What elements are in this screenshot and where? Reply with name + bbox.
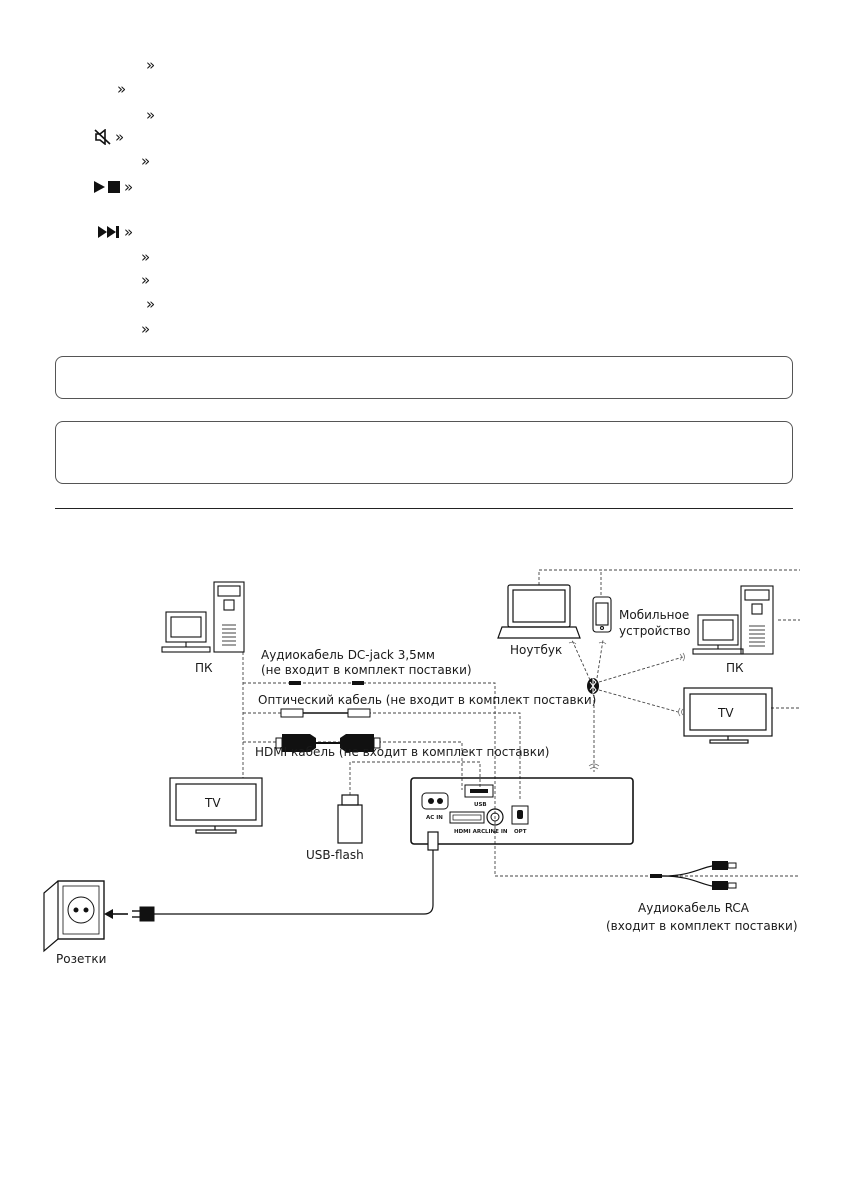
usb-flash-drive <box>337 794 363 844</box>
control-row-6: » <box>93 178 133 196</box>
note-box-2 <box>55 421 793 484</box>
optical-plugs <box>280 708 371 718</box>
skip-next-icon <box>98 226 119 238</box>
hdmi-plugs <box>275 734 381 752</box>
wall-socket <box>43 880 105 953</box>
pc-right-label: ПК <box>726 661 744 675</box>
port-line-in-label: LINE IN <box>485 829 508 835</box>
control-row-1: » <box>146 56 155 74</box>
hdmi-cable-label: HDMI кабель (не входит в комплект постав… <box>255 745 549 759</box>
laptop-label: Ноутбук <box>510 643 562 657</box>
control-row-8: » <box>141 248 150 266</box>
dc-cable-label-1: Аудиокабель DC-jack 3,5мм <box>261 648 435 662</box>
rca-cable <box>650 861 737 890</box>
tv-right <box>683 687 773 744</box>
sockets-label: Розетки <box>56 952 106 966</box>
chevron-right-icon: » <box>141 152 151 170</box>
arrow-left-icon <box>104 909 128 919</box>
dc-jack-plugs <box>289 681 364 685</box>
chevron-right-icon: » <box>146 106 156 124</box>
tv-left-label: TV <box>204 796 221 810</box>
mute-icon <box>94 129 111 145</box>
play-stop-icon <box>94 181 120 193</box>
chevron-right-icon: » <box>124 178 134 196</box>
chevron-right-icon: » <box>141 248 151 266</box>
main-unit <box>410 777 634 845</box>
laptop <box>497 584 581 639</box>
port-usb-label: USB <box>474 802 487 808</box>
wireless-signal-icon <box>568 641 685 770</box>
note-box-1 <box>55 356 793 399</box>
tv-left <box>169 777 263 834</box>
rca-cable-label-1: Аудиокабель RCA <box>638 901 750 915</box>
mobile-label-1: Мобильное <box>619 608 689 622</box>
control-row-2: » <box>117 80 126 98</box>
pc-right <box>692 585 774 655</box>
chevron-right-icon: » <box>146 56 156 74</box>
pc-left-label: ПК <box>195 661 213 675</box>
chevron-right-icon: » <box>141 320 151 338</box>
control-row-11: » <box>141 320 150 338</box>
control-row-7: » <box>97 223 133 241</box>
power-cable <box>132 831 439 922</box>
chevron-right-icon: » <box>124 223 134 241</box>
chevron-right-icon: » <box>141 271 151 289</box>
bluetooth-icon <box>587 677 599 695</box>
pc-left <box>161 581 245 653</box>
usb-flash-label: USB-flash <box>306 848 364 862</box>
control-row-9: » <box>141 271 150 289</box>
tv-right-label: TV <box>717 706 734 720</box>
dc-cable-label-2: (не входит в комплект поставки) <box>261 663 472 677</box>
mobile-device <box>592 596 612 633</box>
chevron-right-icon: » <box>115 128 125 146</box>
section-divider <box>55 508 793 509</box>
control-row-10: » <box>146 295 155 313</box>
control-row-3: » <box>146 106 155 124</box>
optical-cable-label: Оптический кабель (не входит в комплект … <box>258 693 596 707</box>
port-opt-label: OPT <box>514 829 527 835</box>
connection-diagram: ПК Аудиокабель DC-jack 3,5мм (не входит … <box>43 569 800 966</box>
chevron-right-icon: » <box>117 80 127 98</box>
port-ac-in-label: AC IN <box>426 815 443 821</box>
port-hdmi-arc-label: HDMI ARC <box>454 829 485 835</box>
control-row-5: » <box>141 152 150 170</box>
rca-cable-label-2: (входит в комплект поставки) <box>606 919 798 933</box>
control-row-4: » <box>94 128 124 146</box>
mobile-label-2: устройство <box>619 624 690 638</box>
chevron-right-icon: » <box>146 295 156 313</box>
